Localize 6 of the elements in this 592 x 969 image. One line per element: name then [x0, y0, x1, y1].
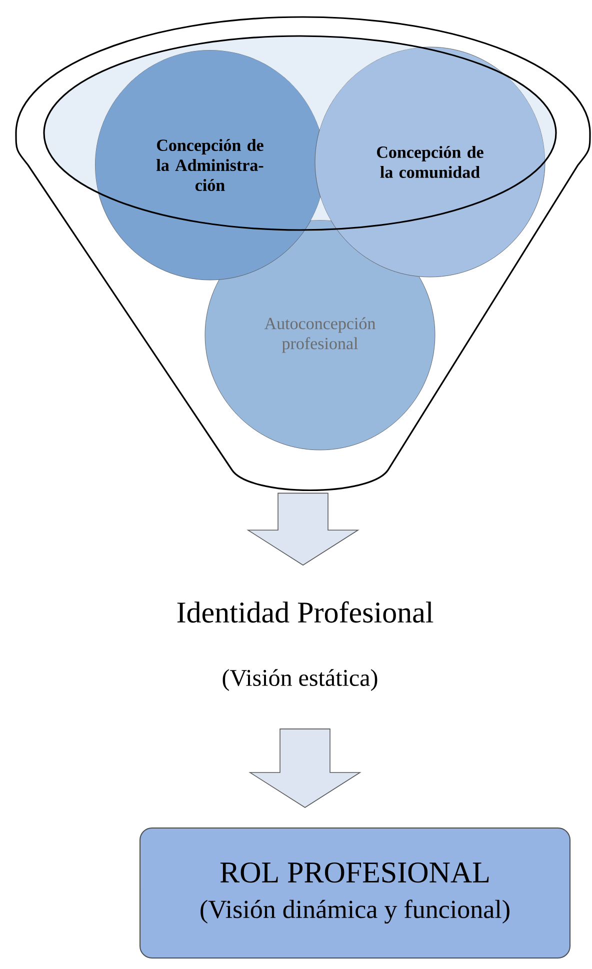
role-box: ROL PROFESIONAL (Visión dinámica y funcional)	[140, 828, 570, 958]
block-arrow	[246, 492, 360, 566]
heading-text: Identidad Profesional	[177, 601, 434, 623]
block-arrow	[248, 728, 362, 808]
subtitle-text: (Visión estática)	[222, 669, 378, 691]
funnel-drawing	[15, 16, 591, 492]
